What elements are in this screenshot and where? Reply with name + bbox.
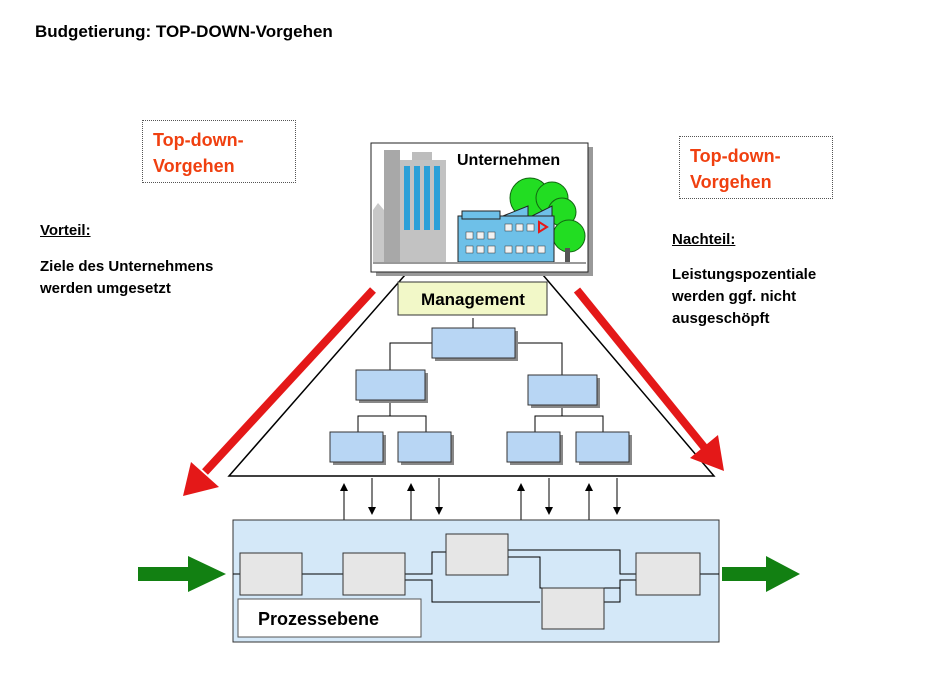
org-box-leaf-1 bbox=[329, 431, 384, 463]
org-chart-lines bbox=[357, 318, 604, 432]
process-step-5 bbox=[635, 552, 701, 596]
process-step-4 bbox=[541, 587, 605, 630]
org-box-left bbox=[355, 369, 426, 401]
page-title: Budgetierung: TOP-DOWN-Vorgehen bbox=[35, 22, 333, 41]
disadvantage-line1: Leistungspozentiale bbox=[672, 266, 817, 283]
management-box bbox=[397, 281, 548, 316]
process-flow-lines bbox=[233, 549, 719, 603]
top-down-label-right: Top-down- Vorgehen bbox=[679, 136, 833, 199]
advantage-heading: Vorteil: bbox=[40, 222, 91, 239]
process-step-3 bbox=[445, 533, 509, 576]
org-box-leaf-2 bbox=[397, 431, 452, 463]
green-arrow-out bbox=[722, 556, 800, 592]
factory-icon bbox=[457, 205, 555, 263]
tree-icon bbox=[509, 177, 586, 262]
org-box-leaf-3 bbox=[506, 431, 561, 463]
building-icon bbox=[373, 150, 446, 262]
red-arrow-right bbox=[573, 287, 724, 471]
advantage-line2: werden umgesetzt bbox=[40, 280, 171, 297]
disadvantage-heading: Nachteil: bbox=[672, 231, 736, 248]
top-down-label-left: Top-down- Vorgehen bbox=[142, 120, 296, 183]
top-down-left-line2: Vorgehen bbox=[153, 156, 235, 176]
top-down-label-right-text: Top-down- Vorgehen bbox=[690, 143, 781, 195]
process-step-2 bbox=[342, 552, 406, 596]
top-down-right-line2: Vorgehen bbox=[690, 172, 772, 192]
company-box: Unternehmen bbox=[370, 142, 593, 276]
disadvantage-text: Leistungspozentiale werden ggf. nicht au… bbox=[672, 264, 816, 330]
company-label: Unternehmen bbox=[457, 152, 560, 169]
top-down-label-left-text: Top-down- Vorgehen bbox=[153, 127, 244, 179]
advantage-text: Ziele des Unternehmens werden umgesetzt bbox=[40, 256, 213, 300]
top-down-right-line1: Top-down- bbox=[690, 146, 781, 166]
process-step-1 bbox=[239, 552, 303, 596]
disadvantage-line3: ausgeschöpft bbox=[672, 310, 770, 327]
process-label-box bbox=[237, 598, 422, 638]
advantage-line1: Ziele des Unternehmens bbox=[40, 258, 214, 275]
disadvantage-line2: werden ggf. nicht bbox=[672, 288, 797, 305]
interaction-arrows bbox=[340, 478, 621, 520]
process-boxes bbox=[239, 533, 701, 630]
org-chart-boxes bbox=[329, 327, 632, 465]
red-arrow-left bbox=[183, 287, 376, 496]
org-box-top bbox=[431, 327, 516, 359]
top-down-left-line1: Top-down- bbox=[153, 130, 244, 150]
management-label: Management bbox=[421, 290, 525, 309]
org-box-right bbox=[527, 374, 598, 406]
process-label: Prozessebene bbox=[258, 609, 379, 629]
org-box-leaf-4 bbox=[575, 431, 630, 463]
green-arrow-in bbox=[138, 556, 226, 592]
